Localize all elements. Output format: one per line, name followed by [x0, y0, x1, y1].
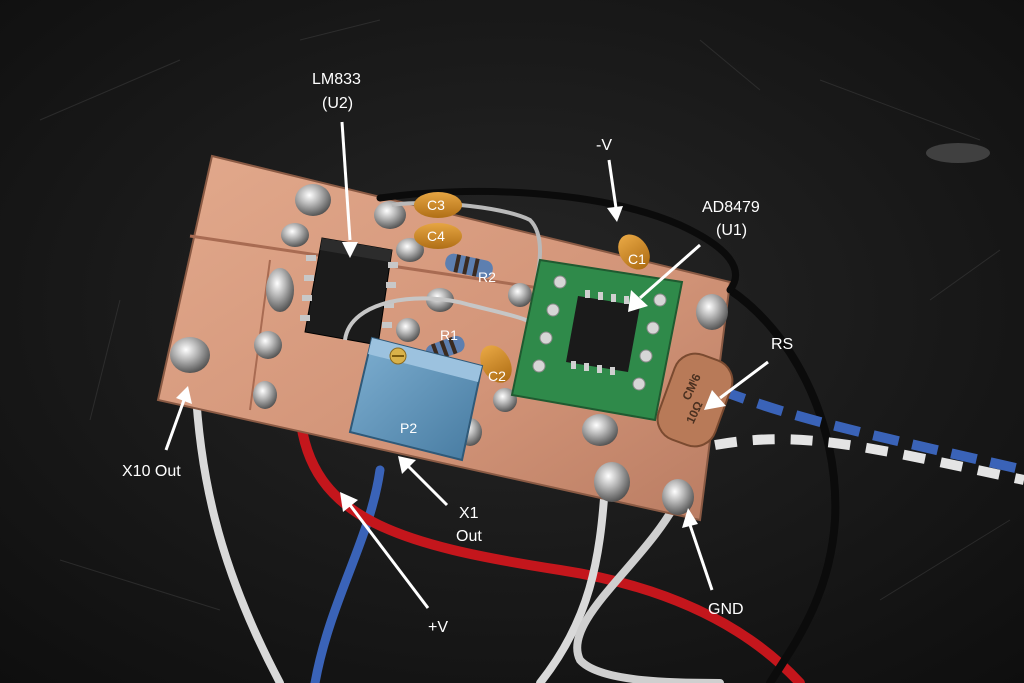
label-c1: C1 — [628, 251, 646, 267]
twisted-pair-white — [714, 434, 1024, 485]
label-out: Out — [456, 528, 482, 545]
label-rs: RS — [771, 336, 793, 353]
label-u2: (U2) — [322, 95, 353, 112]
label-x10-out: X10 Out — [122, 463, 181, 480]
label-c3: C3 — [427, 197, 445, 213]
label-u1: (U1) — [716, 222, 747, 239]
solder-joints — [170, 184, 728, 515]
black-wire-lower — [726, 286, 840, 683]
resistor-r2 — [445, 253, 493, 279]
label-r1: R1 — [440, 327, 458, 343]
capacitor-c3 — [414, 192, 462, 218]
trimmer-p2 — [348, 336, 484, 462]
label-r2: R2 — [478, 269, 496, 285]
ad8479-chip — [566, 296, 640, 372]
label-gnd: GND — [708, 601, 744, 618]
blue-wire — [310, 465, 385, 683]
lm833-chip — [300, 237, 398, 346]
label-c2: C2 — [488, 368, 506, 384]
red-wire — [295, 410, 805, 683]
label-p2: P2 — [400, 420, 417, 436]
label-lm833: LM833 — [312, 71, 361, 88]
label-minus-v: -V — [596, 137, 612, 154]
label-x1: X1 — [459, 505, 479, 522]
label-c4: C4 — [427, 228, 445, 244]
label-plus-v: +V — [428, 619, 448, 636]
capacitor-c4 — [414, 223, 462, 249]
capacitor-c1 — [618, 234, 650, 270]
label-ad8479: AD8479 — [702, 199, 760, 216]
background-spot — [926, 143, 990, 163]
resistor-rs: CMⁱ6 10Ω — [656, 352, 734, 448]
capacitor-c2 — [480, 345, 512, 383]
white-wire-gnd-a — [536, 481, 609, 683]
background-scratches — [39, 19, 1011, 611]
black-wire-upper — [376, 187, 739, 294]
twisted-pair-blue — [718, 385, 1024, 475]
annotation-arrows — [164, 121, 769, 609]
white-wire-gnd-b — [573, 491, 724, 683]
white-wire-x10 — [191, 376, 284, 683]
